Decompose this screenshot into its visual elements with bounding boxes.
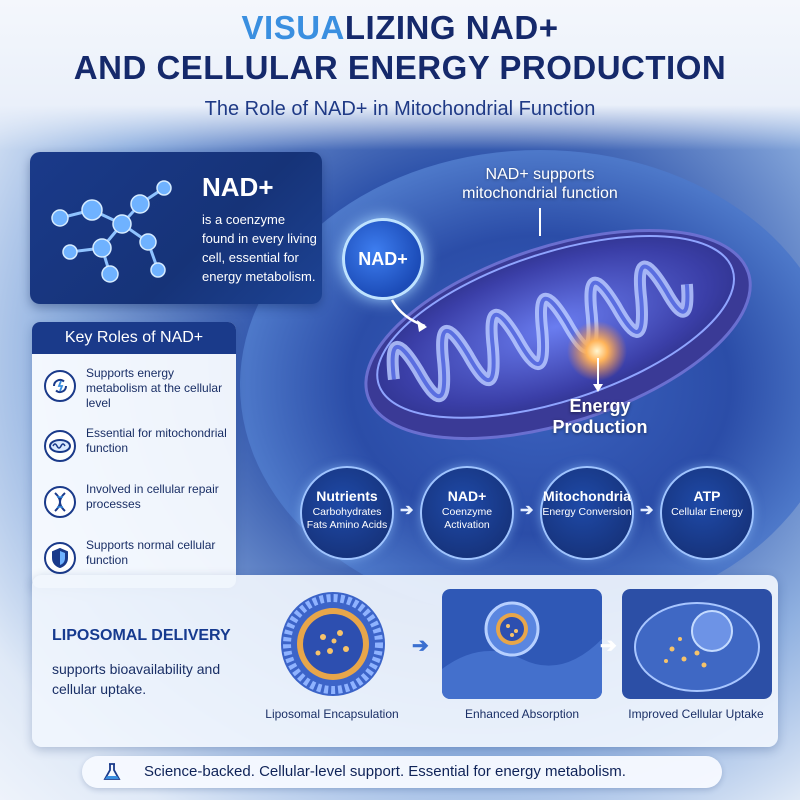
nad-info-panel: NAD+ is a coenzyme found in every living… (30, 152, 322, 304)
flask-icon (103, 763, 121, 780)
role-item-text: Supports normal cellular function (86, 538, 216, 567)
role-item: Essential for mitochondrial function (44, 426, 230, 478)
stage-arrow-icon: ➔ (412, 635, 429, 657)
flow-step-title: ATP (693, 488, 721, 504)
liposomal-delivery-panel: LIPOSOMAL DELIVERY supports bioavailabil… (32, 575, 778, 747)
liposome-illustration (281, 592, 385, 696)
nad-panel-title: NAD+ (202, 172, 274, 202)
liposomal-title: LIPOSOMAL DELIVERY (52, 627, 231, 644)
flow-step-title: NAD+ (447, 488, 487, 504)
flow-step-nutrients: Nutrients Carbohydrates Fats Amino Acids (300, 466, 394, 560)
flow-step-subtitle: Coenzyme Activation (441, 506, 493, 531)
stage-caption: Enhanced Absorption (464, 707, 580, 721)
header-background (0, 0, 800, 150)
nad-bubble: NAD+ (342, 218, 424, 300)
mitochondria-icon (44, 430, 76, 462)
shield-icon (44, 542, 76, 574)
flow-arrow-icon: ➔ (520, 502, 534, 519)
cellular-uptake-illustration (622, 589, 772, 699)
role-item-text: Supports energy metabolism at the cellul… (86, 366, 223, 410)
flow-step-subtitle: Carbohydrates Fats Amino Acids (306, 506, 388, 531)
dna-icon (44, 486, 76, 518)
flow-arrow-icon: ➔ (640, 502, 654, 519)
flow-step-subtitle: Energy Conversion (542, 506, 632, 518)
flow-step-atp: ATP Cellular Energy (660, 466, 754, 560)
footer-banner: Science-backed. Cellular-level support. … (82, 756, 722, 788)
stage-caption: Improved Cellular Uptake (628, 707, 764, 721)
page-title: VISUALIZING NAD+ AND CELLULAR ENERGY PRO… (0, 8, 800, 88)
stage-arrow-icon: ➔ (600, 635, 617, 657)
role-item: Supports energy metabolism at the cellul… (44, 366, 230, 418)
title-line-2: AND CELLULAR ENERGY PRODUCTION (73, 49, 727, 86)
flow-step-mitochondria: Mitochondria Energy Conversion (540, 466, 634, 560)
flow-step-nad: NAD+ Coenzyme Activation (420, 466, 514, 560)
role-item-text: Involved in cellular repair processes (86, 482, 219, 511)
stage-caption: Liposomal Encapsulation (265, 707, 399, 721)
key-roles-heading: Key Roles of NAD+ (32, 322, 236, 354)
title-accent: VISUA (241, 9, 345, 46)
page-subtitle: The Role of NAD+ in Mitochondrial Functi… (204, 98, 596, 120)
title-line-1: VISUALIZING NAD+ (0, 8, 800, 48)
footer-text: Science-backed. Cellular-level support. … (144, 763, 626, 780)
title-line-1-rest: LIZING NAD+ (344, 9, 559, 46)
role-item: Involved in cellular repair processes (44, 482, 230, 534)
liposomal-description: supports bioavailability and cellular up… (52, 661, 221, 697)
key-roles-panel: Key Roles of NAD+ Supports energy metabo… (32, 322, 236, 588)
flow-step-subtitle: Cellular Energy (671, 506, 743, 518)
flow-step-title: Mitochondria (543, 488, 631, 504)
mitochondria-callout: NAD+ supports mitochondrial function (462, 166, 618, 202)
energy-production-label: Energy Production (552, 396, 648, 437)
nad-panel-description: is a coenzyme found in every living cell… (202, 212, 317, 284)
flow-arrow-icon: ➔ (400, 502, 414, 519)
molecule-icon (51, 180, 172, 283)
energy-cycle-icon (44, 370, 76, 402)
mitochondrion-illustration (364, 228, 752, 441)
role-item: Supports normal cellular function (44, 538, 230, 588)
absorption-illustration (442, 589, 602, 699)
role-item-text: Essential for mitochondrial function (86, 426, 227, 455)
flow-step-title: Nutrients (316, 488, 378, 504)
